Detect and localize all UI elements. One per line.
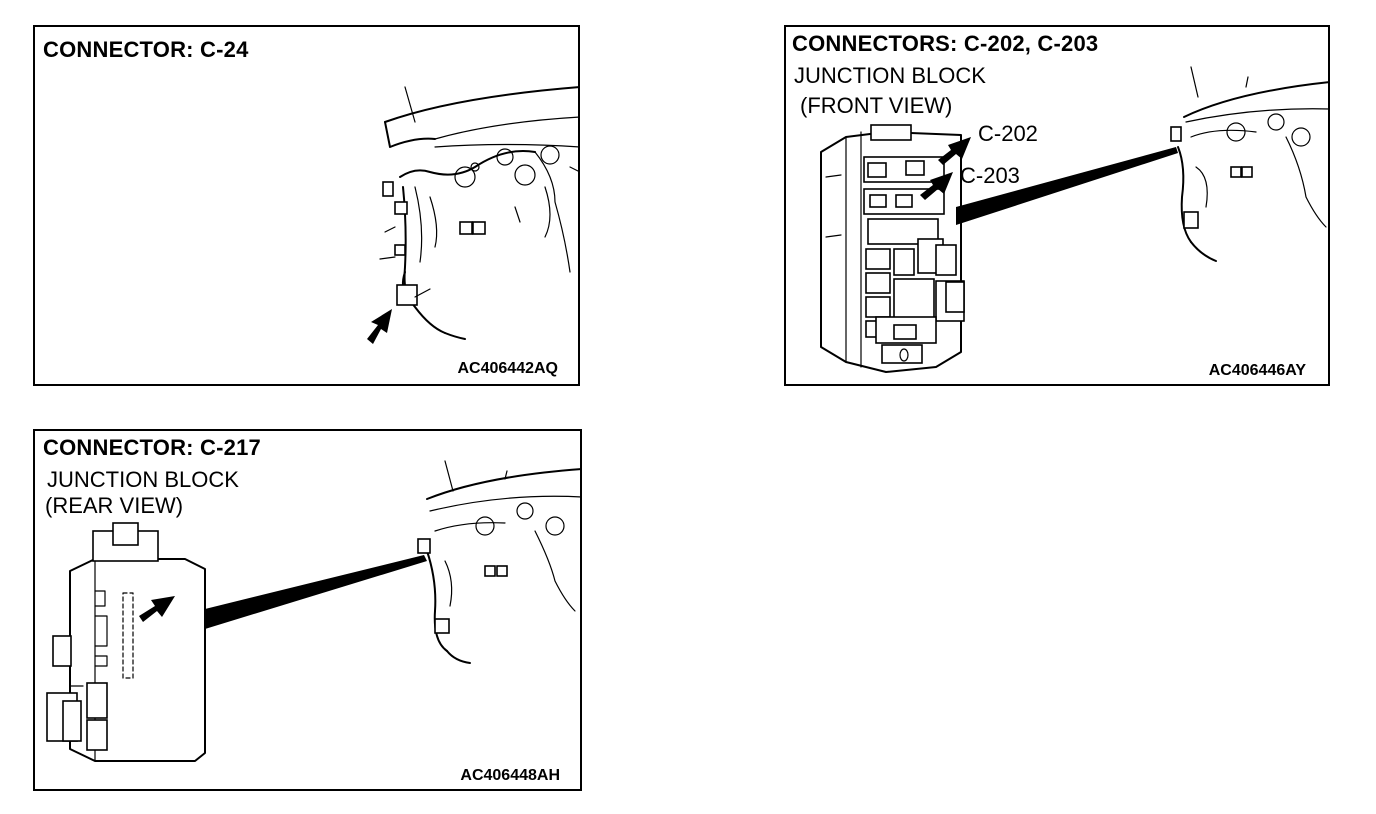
panel-connector-c24: CONNECTOR: C-24 xyxy=(33,25,580,386)
pointer-arrow xyxy=(139,596,175,622)
junction-block-drawing xyxy=(820,66,1330,373)
panel-connector-c217: CONNECTOR: C-217 JUNCTION BLOCK (REAR VI… xyxy=(33,429,582,791)
panel-title: CONNECTOR: C-24 xyxy=(43,37,249,62)
panel-subtitle-line2: (FRONT VIEW) xyxy=(800,93,953,118)
panel-subtitle-line2: (REAR VIEW) xyxy=(45,493,184,518)
figure-code: AC406442AQ xyxy=(457,360,559,377)
junction-block-drawing xyxy=(46,460,582,762)
figure-code: AC406446AY xyxy=(1208,362,1306,379)
panel-subtitle-line1: JUNCTION BLOCK xyxy=(794,63,986,88)
pointer-arrow xyxy=(367,309,392,344)
pointer-arrow xyxy=(938,137,971,165)
panel-title: CONNECTORS: C-202, C-203 xyxy=(792,31,1099,56)
panel-connectors-c202-c203: CONNECTORS: C-202, C-203 JUNCTION BLOCK … xyxy=(784,25,1330,386)
panel-subtitle-line1: JUNCTION BLOCK xyxy=(47,467,239,492)
dashboard-harness-drawing xyxy=(367,86,580,344)
panel-title: CONNECTOR: C-217 xyxy=(43,435,261,460)
pointer-arrow xyxy=(920,172,953,200)
figure-code: AC406448AH xyxy=(460,767,560,784)
connector-label-c202: C-202 xyxy=(978,121,1038,146)
connector-label-c203: C-203 xyxy=(960,163,1020,188)
